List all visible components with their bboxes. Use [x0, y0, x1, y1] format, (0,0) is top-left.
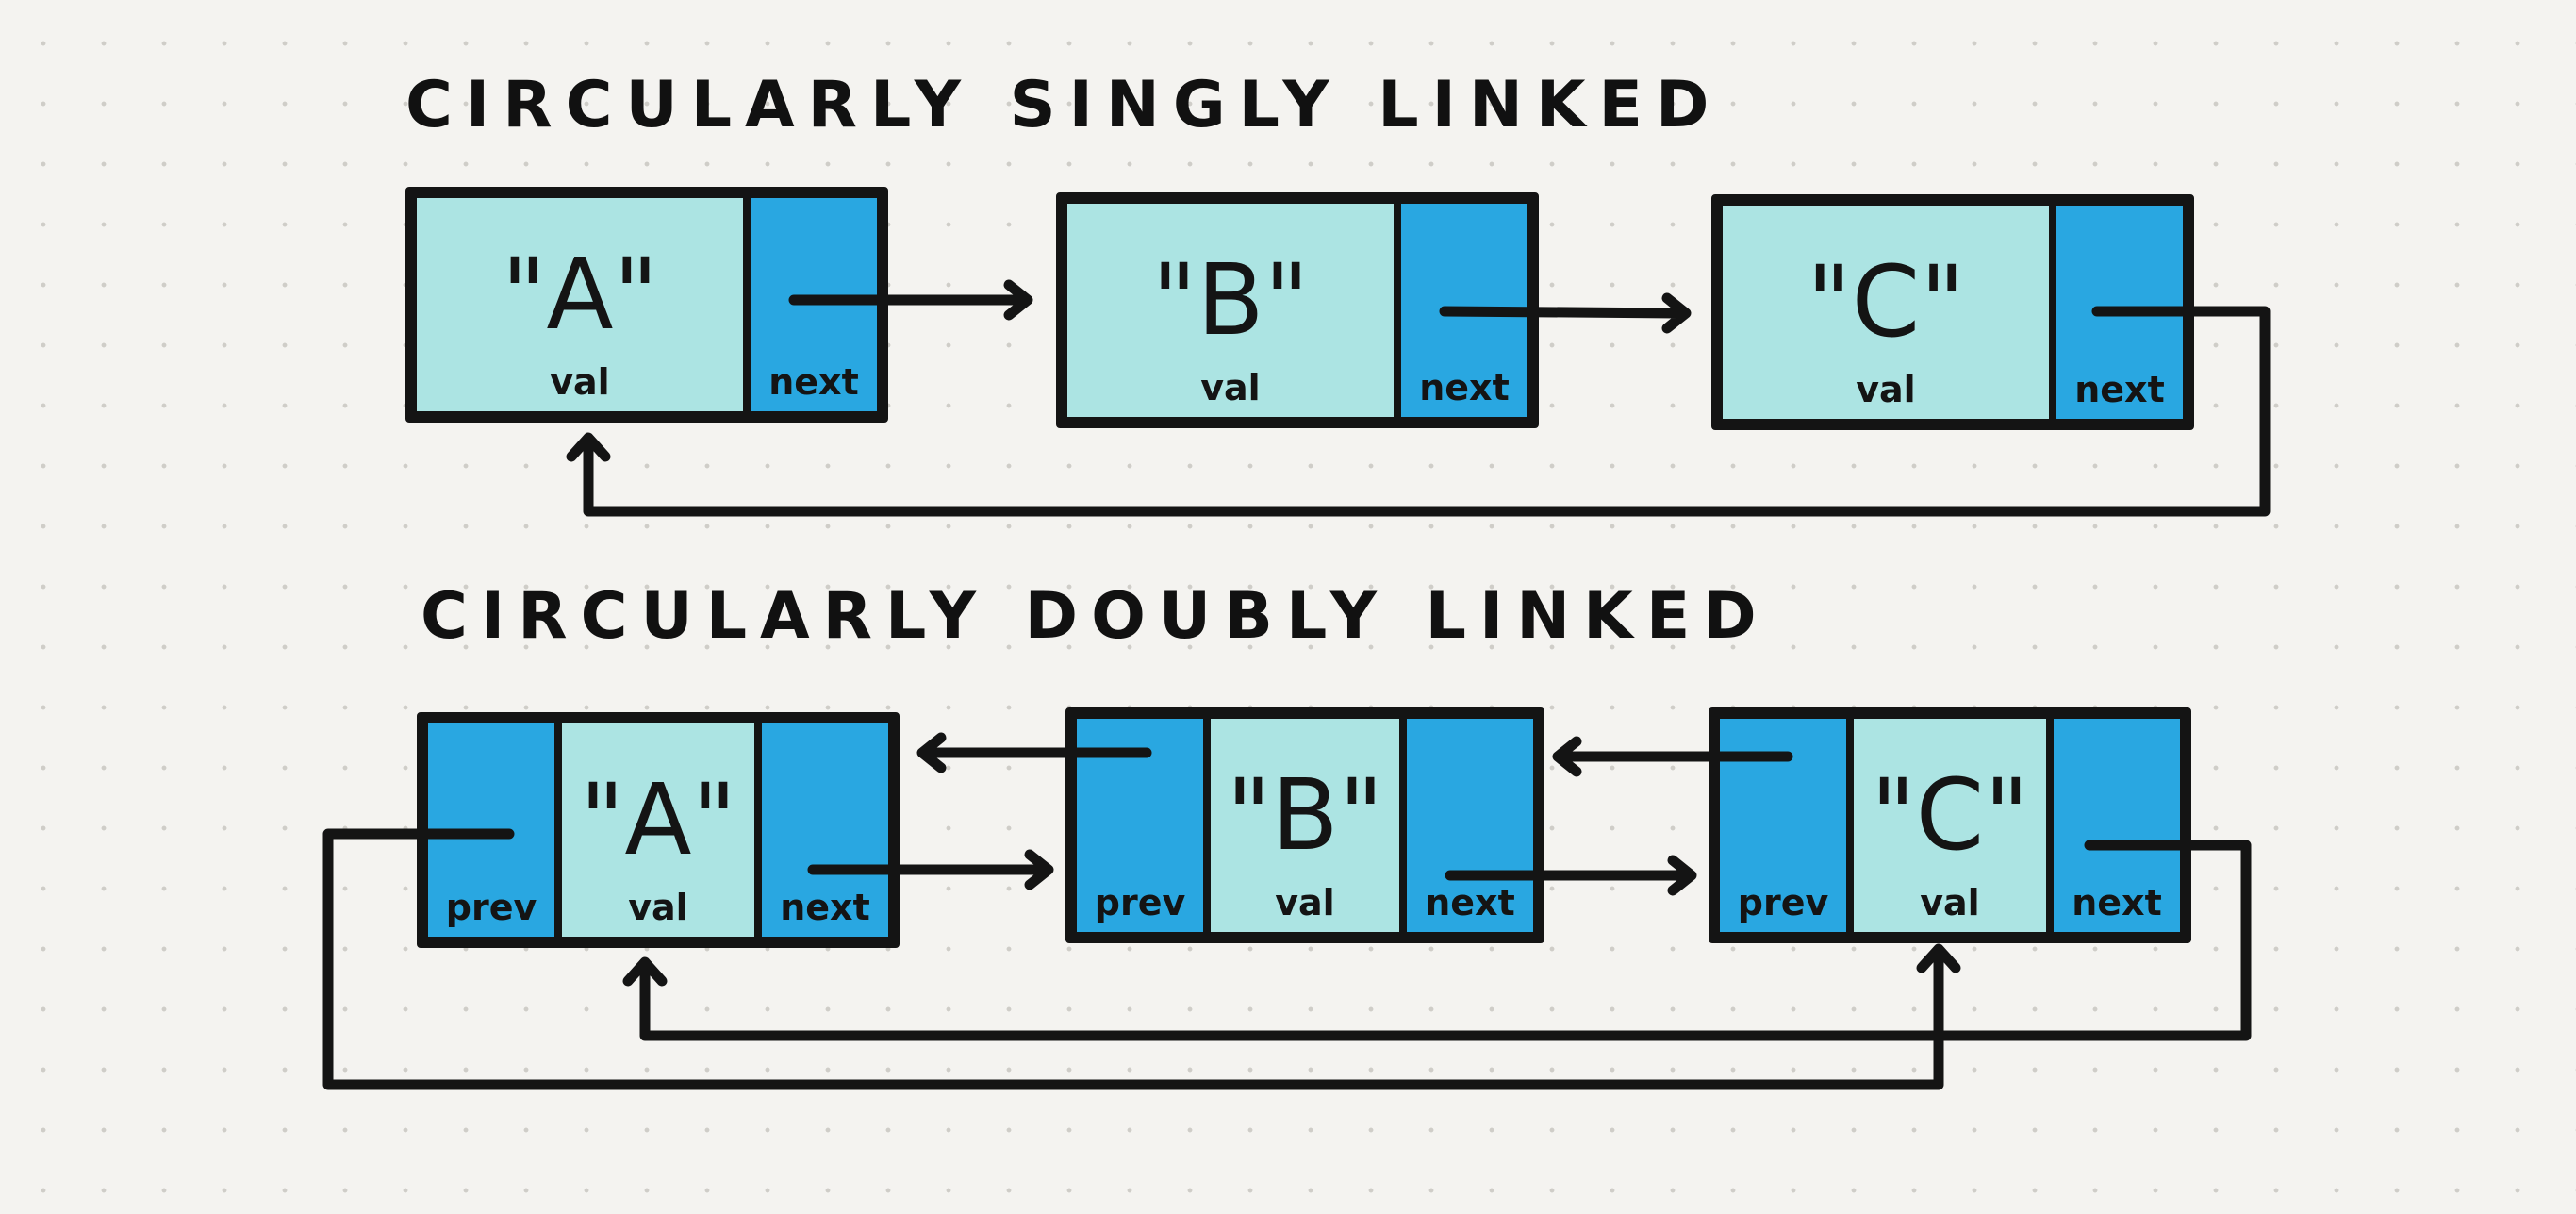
next-label: next [780, 887, 870, 928]
doubly-node-a: prev "A" val next [417, 712, 900, 948]
next-cell: next [762, 723, 888, 937]
node-value: "C" [1870, 757, 2030, 873]
arrow-singly-c-to-a [566, 306, 2271, 517]
next-label: next [768, 361, 859, 403]
arrow-singly-a-to-b [788, 279, 1033, 321]
node-value: "B" [1151, 242, 1310, 358]
doubly-linked-title: CIRCULARLY DOUBLY LINKED [421, 579, 1770, 654]
prev-label: prev [1737, 882, 1829, 923]
arrow-doubly-b-to-c [1445, 855, 1697, 896]
val-cell: "C" val [1854, 719, 2046, 932]
val-label: val [1200, 367, 1261, 408]
next-label: next [2074, 369, 2165, 410]
val-cell: "A" val [562, 723, 754, 937]
val-cell: "C" val [1723, 206, 2049, 419]
val-cell: "B" val [1067, 204, 1394, 417]
next-label: next [1419, 367, 1510, 408]
arrow-doubly-c-next-to-a [622, 840, 2252, 1041]
prev-label: prev [1094, 882, 1186, 923]
next-label: next [2072, 882, 2162, 923]
arrow-doubly-b-to-a [916, 732, 1152, 773]
next-cell: next [2054, 719, 2180, 932]
val-cell: "A" val [417, 198, 743, 411]
doubly-node-c: prev "C" val next [1709, 707, 2191, 943]
arrow-doubly-a-to-b [807, 849, 1054, 890]
node-value: "A" [501, 237, 659, 352]
singly-linked-title: CIRCULARLY SINGLY LINKED [405, 68, 1723, 142]
val-label: val [550, 361, 610, 403]
val-cell: "B" val [1211, 719, 1399, 932]
next-cell: next [1407, 719, 1533, 932]
prev-label: prev [445, 887, 537, 928]
arrow-singly-b-to-c [1439, 292, 1692, 334]
doubly-node-b: prev "B" val next [1065, 707, 1544, 943]
val-label: val [1275, 882, 1335, 923]
node-value: "B" [1226, 757, 1384, 873]
next-label: next [1425, 882, 1515, 923]
arrow-doubly-a-prev-to-c [322, 828, 1961, 1090]
val-label: val [1856, 369, 1916, 410]
arrow-doubly-c-to-b [1552, 736, 1793, 777]
val-label: val [1920, 882, 1980, 923]
node-value: "C" [1806, 244, 1966, 359]
val-label: val [628, 887, 688, 928]
node-value: "A" [579, 762, 737, 877]
